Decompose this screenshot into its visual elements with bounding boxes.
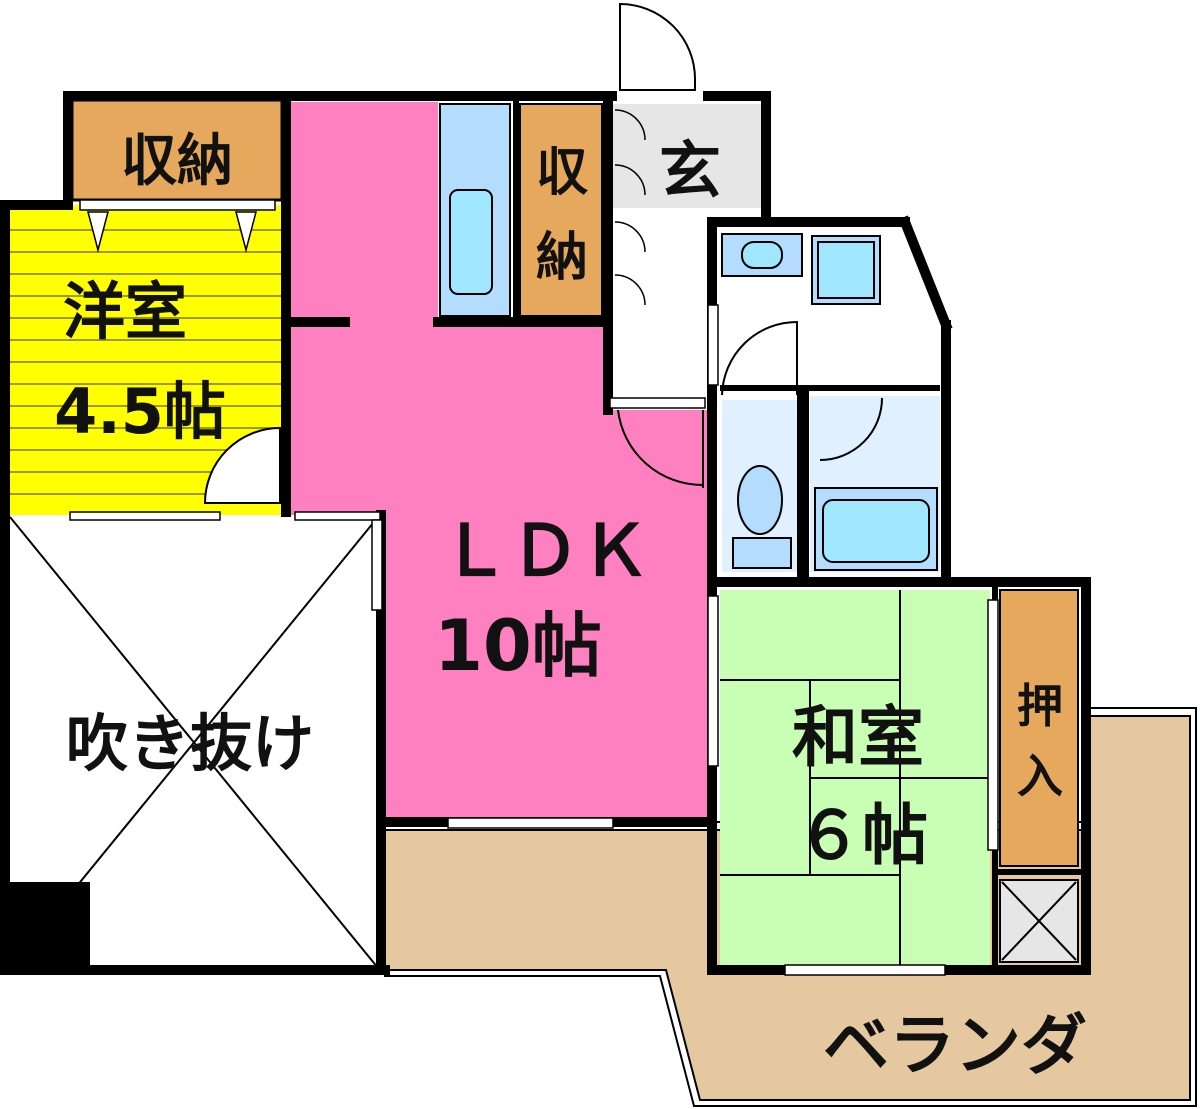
storage-center-label-2: 納 bbox=[536, 228, 588, 288]
closet-label-2: 入 bbox=[1017, 749, 1063, 803]
entrance-area bbox=[612, 104, 762, 208]
storage-center-label-1: 収 bbox=[536, 143, 588, 203]
tatami-lines bbox=[720, 590, 990, 968]
japanese-room-name-label: 和室 bbox=[792, 699, 924, 776]
western-room-door-swing bbox=[203, 426, 281, 504]
entrance-label: 玄 bbox=[659, 134, 721, 207]
veranda-label: ベランダ bbox=[823, 1007, 1087, 1084]
pipe-shaft-cross-2 bbox=[1001, 881, 1077, 961]
wash-basin bbox=[741, 241, 783, 269]
storage-door-marker-right bbox=[235, 211, 257, 253]
western-room-name-label: 洋室 bbox=[63, 275, 187, 348]
toilet-tank bbox=[732, 537, 792, 569]
storage-top-left-label: 収納 bbox=[121, 129, 233, 194]
storage-door-marker-left bbox=[87, 211, 109, 253]
atrium-label: 吹き抜け bbox=[66, 707, 314, 780]
entrance-door-swing bbox=[619, 2, 696, 91]
bathtub-basin bbox=[822, 499, 930, 563]
ldk-door-swing bbox=[617, 409, 704, 487]
washing-machine bbox=[817, 241, 875, 299]
bathroom-door-swing bbox=[819, 397, 883, 461]
storage-center bbox=[519, 103, 603, 317]
western-room-size-label: 4.5帖 bbox=[54, 375, 226, 448]
ldk-name-label: ＬＤＫ bbox=[440, 510, 650, 592]
ldk-size-label: 10帖 bbox=[434, 605, 601, 687]
storage-top-left-door-rail bbox=[79, 199, 276, 211]
western-room-stripes bbox=[10, 229, 285, 495]
windows bbox=[69, 304, 999, 976]
washroom-door-swing bbox=[721, 320, 798, 396]
toilet-bowl bbox=[737, 465, 783, 535]
closet-area bbox=[999, 589, 1079, 867]
closet-label-1: 押 bbox=[1017, 679, 1063, 733]
hallway-area bbox=[612, 208, 710, 410]
atrium-pillar bbox=[8, 882, 90, 970]
kitchen-sink-basin bbox=[449, 189, 493, 295]
japanese-room-size-label: ６帖 bbox=[796, 797, 928, 874]
ldk-area bbox=[290, 102, 708, 822]
shoe-cupboard-doors bbox=[614, 109, 646, 306]
